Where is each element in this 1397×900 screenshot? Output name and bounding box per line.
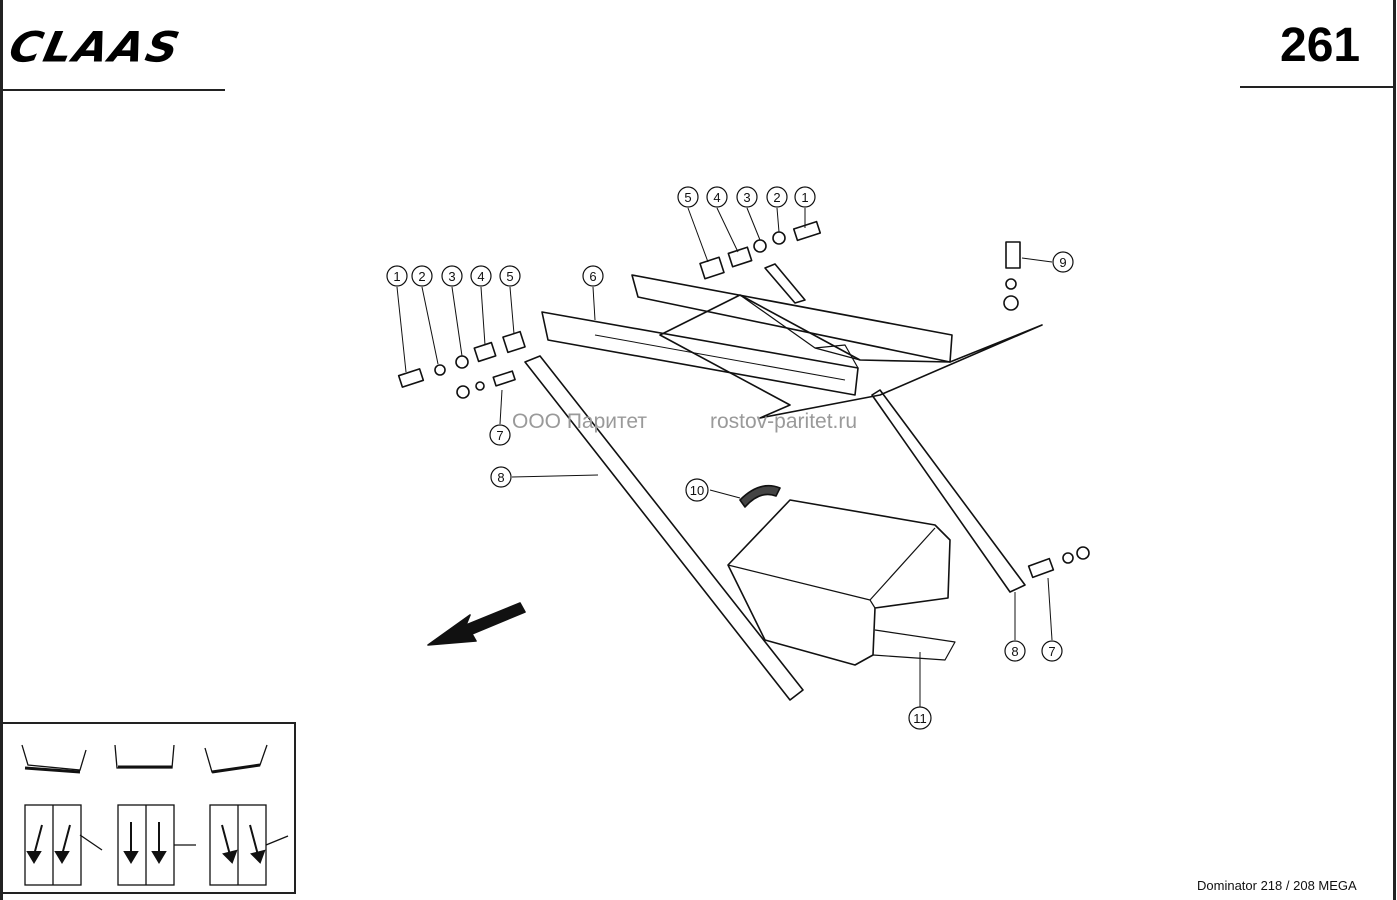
- bushing-left-4: [473, 341, 497, 363]
- svg-text:2: 2: [773, 190, 780, 205]
- strut-upper: [764, 263, 806, 304]
- header-orientation-inset: [0, 722, 296, 894]
- bushing-upper-4: [727, 246, 753, 268]
- svg-text:8: 8: [497, 470, 504, 485]
- callout-1-left: 1: [386, 265, 408, 287]
- bolt-left-7: [492, 370, 516, 387]
- inset-graphics: [21, 744, 268, 886]
- svg-text:4: 4: [713, 190, 720, 205]
- svg-text:6: 6: [589, 269, 596, 284]
- bolt-left: [397, 368, 425, 388]
- right-border: [1393, 0, 1396, 900]
- callout-7-right: 7: [1041, 640, 1063, 662]
- direction-arrow: [427, 602, 526, 646]
- seal-strip: [739, 484, 781, 508]
- logo-underline: [0, 89, 225, 91]
- washer-left-small: [475, 381, 485, 391]
- callout-4-upper: 4: [706, 186, 728, 208]
- washer-left-2: [434, 364, 446, 376]
- callout-1-upper: 1: [794, 186, 816, 208]
- callout-7-left: 7: [489, 424, 511, 446]
- callout-3-left: 3: [441, 265, 463, 287]
- bushing-upper-5: [699, 256, 725, 280]
- bolt-upper-1: [792, 220, 822, 242]
- nut-right: [1076, 546, 1090, 560]
- arm-front: [541, 311, 859, 396]
- svg-text:11: 11: [913, 711, 927, 726]
- svg-text:7: 7: [496, 428, 503, 443]
- callout-2-left: 2: [411, 265, 433, 287]
- nut-9: [1003, 295, 1019, 311]
- model-footer: Dominator 218 / 208 MEGA: [1197, 878, 1357, 893]
- svg-text:5: 5: [506, 269, 513, 284]
- callout-4-left: 4: [470, 265, 492, 287]
- callout-8-right: 8: [1004, 640, 1026, 662]
- bracket-plate: [659, 294, 1043, 419]
- page-number-underline: [1240, 86, 1396, 88]
- strut-left: [524, 355, 804, 701]
- washer-right: [1062, 552, 1074, 564]
- page-number: 261: [1280, 19, 1361, 72]
- svg-text:2: 2: [418, 269, 425, 284]
- cover-hood: [727, 499, 951, 666]
- svg-text:5: 5: [684, 190, 691, 205]
- callout-2-upper: 2: [766, 186, 788, 208]
- bolt-right-7: [1027, 557, 1055, 579]
- svg-text:1: 1: [801, 190, 808, 205]
- svg-text:3: 3: [743, 190, 750, 205]
- watermark-company: ООО Паритет: [512, 410, 648, 433]
- svg-text:8: 8: [1011, 644, 1018, 659]
- arm-rear: [631, 274, 953, 363]
- nut-left: [456, 385, 470, 399]
- callout-11: 11: [908, 706, 932, 730]
- callout-5-left: 5: [499, 265, 521, 287]
- watermark-site: rostov-paritet.ru: [710, 410, 858, 433]
- left-border: [0, 0, 3, 900]
- svg-text:7: 7: [1048, 644, 1055, 659]
- callout-6: 6: [582, 265, 604, 287]
- callout-9: 9: [1052, 251, 1074, 273]
- callout-10: 10: [685, 478, 709, 502]
- svg-text:10: 10: [690, 483, 704, 498]
- washer-left-3: [455, 355, 469, 369]
- callout-5-upper: 5: [677, 186, 699, 208]
- callout-3-upper: 3: [736, 186, 758, 208]
- bolt-9: [1005, 241, 1021, 269]
- svg-text:3: 3: [448, 269, 455, 284]
- washer-upper-3: [753, 239, 767, 253]
- washer-9: [1005, 278, 1017, 290]
- bushing-left-5: [502, 330, 526, 354]
- svg-text:1: 1: [393, 269, 400, 284]
- strut-right: [871, 389, 1026, 593]
- washer-upper-2: [772, 231, 786, 245]
- svg-text:9: 9: [1059, 255, 1066, 270]
- callout-8-left: 8: [490, 466, 512, 488]
- svg-text:4: 4: [477, 269, 484, 284]
